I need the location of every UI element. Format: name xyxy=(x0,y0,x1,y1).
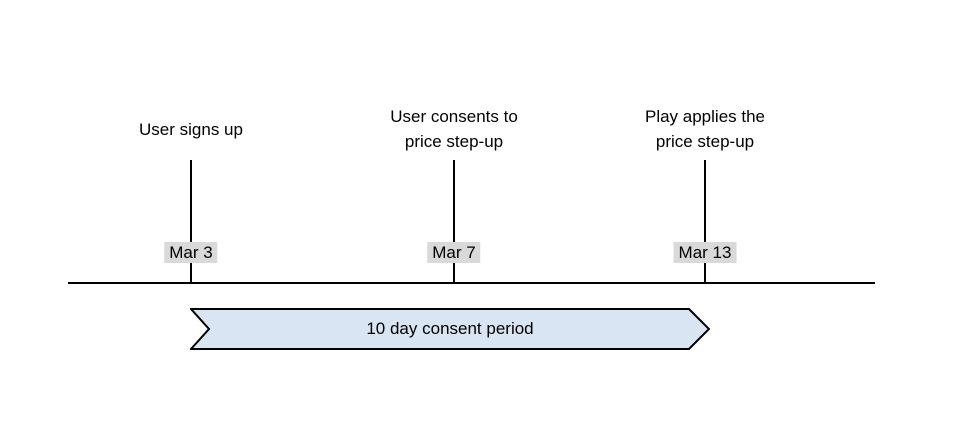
event-title-line: Play applies the xyxy=(644,107,766,126)
banner-arrow-polygon xyxy=(190,308,710,350)
event-title: User signs up xyxy=(86,103,296,155)
event-tick-line xyxy=(190,160,192,283)
event-date-label: Mar 3 xyxy=(164,242,218,263)
event-tick-line xyxy=(704,160,706,283)
event-title-line: price step-up xyxy=(655,132,755,151)
event-date-label: Mar 13 xyxy=(673,242,737,263)
event-title-line: User consents to xyxy=(390,107,518,126)
banner-arrow-shape xyxy=(190,308,710,350)
event-title: User consents to price step-up xyxy=(349,103,559,155)
event-title-line: User signs up xyxy=(139,119,243,139)
event-title: Play applies the price step-up xyxy=(600,103,810,155)
event-title-line: price step-up xyxy=(404,132,504,151)
event-date-label: Mar 7 xyxy=(427,242,481,263)
event-tick-line xyxy=(453,160,455,283)
timeline-axis-line xyxy=(68,282,875,284)
consent-period-banner: 10 day consent period xyxy=(190,308,710,350)
banner-label: 10 day consent period xyxy=(366,319,534,338)
